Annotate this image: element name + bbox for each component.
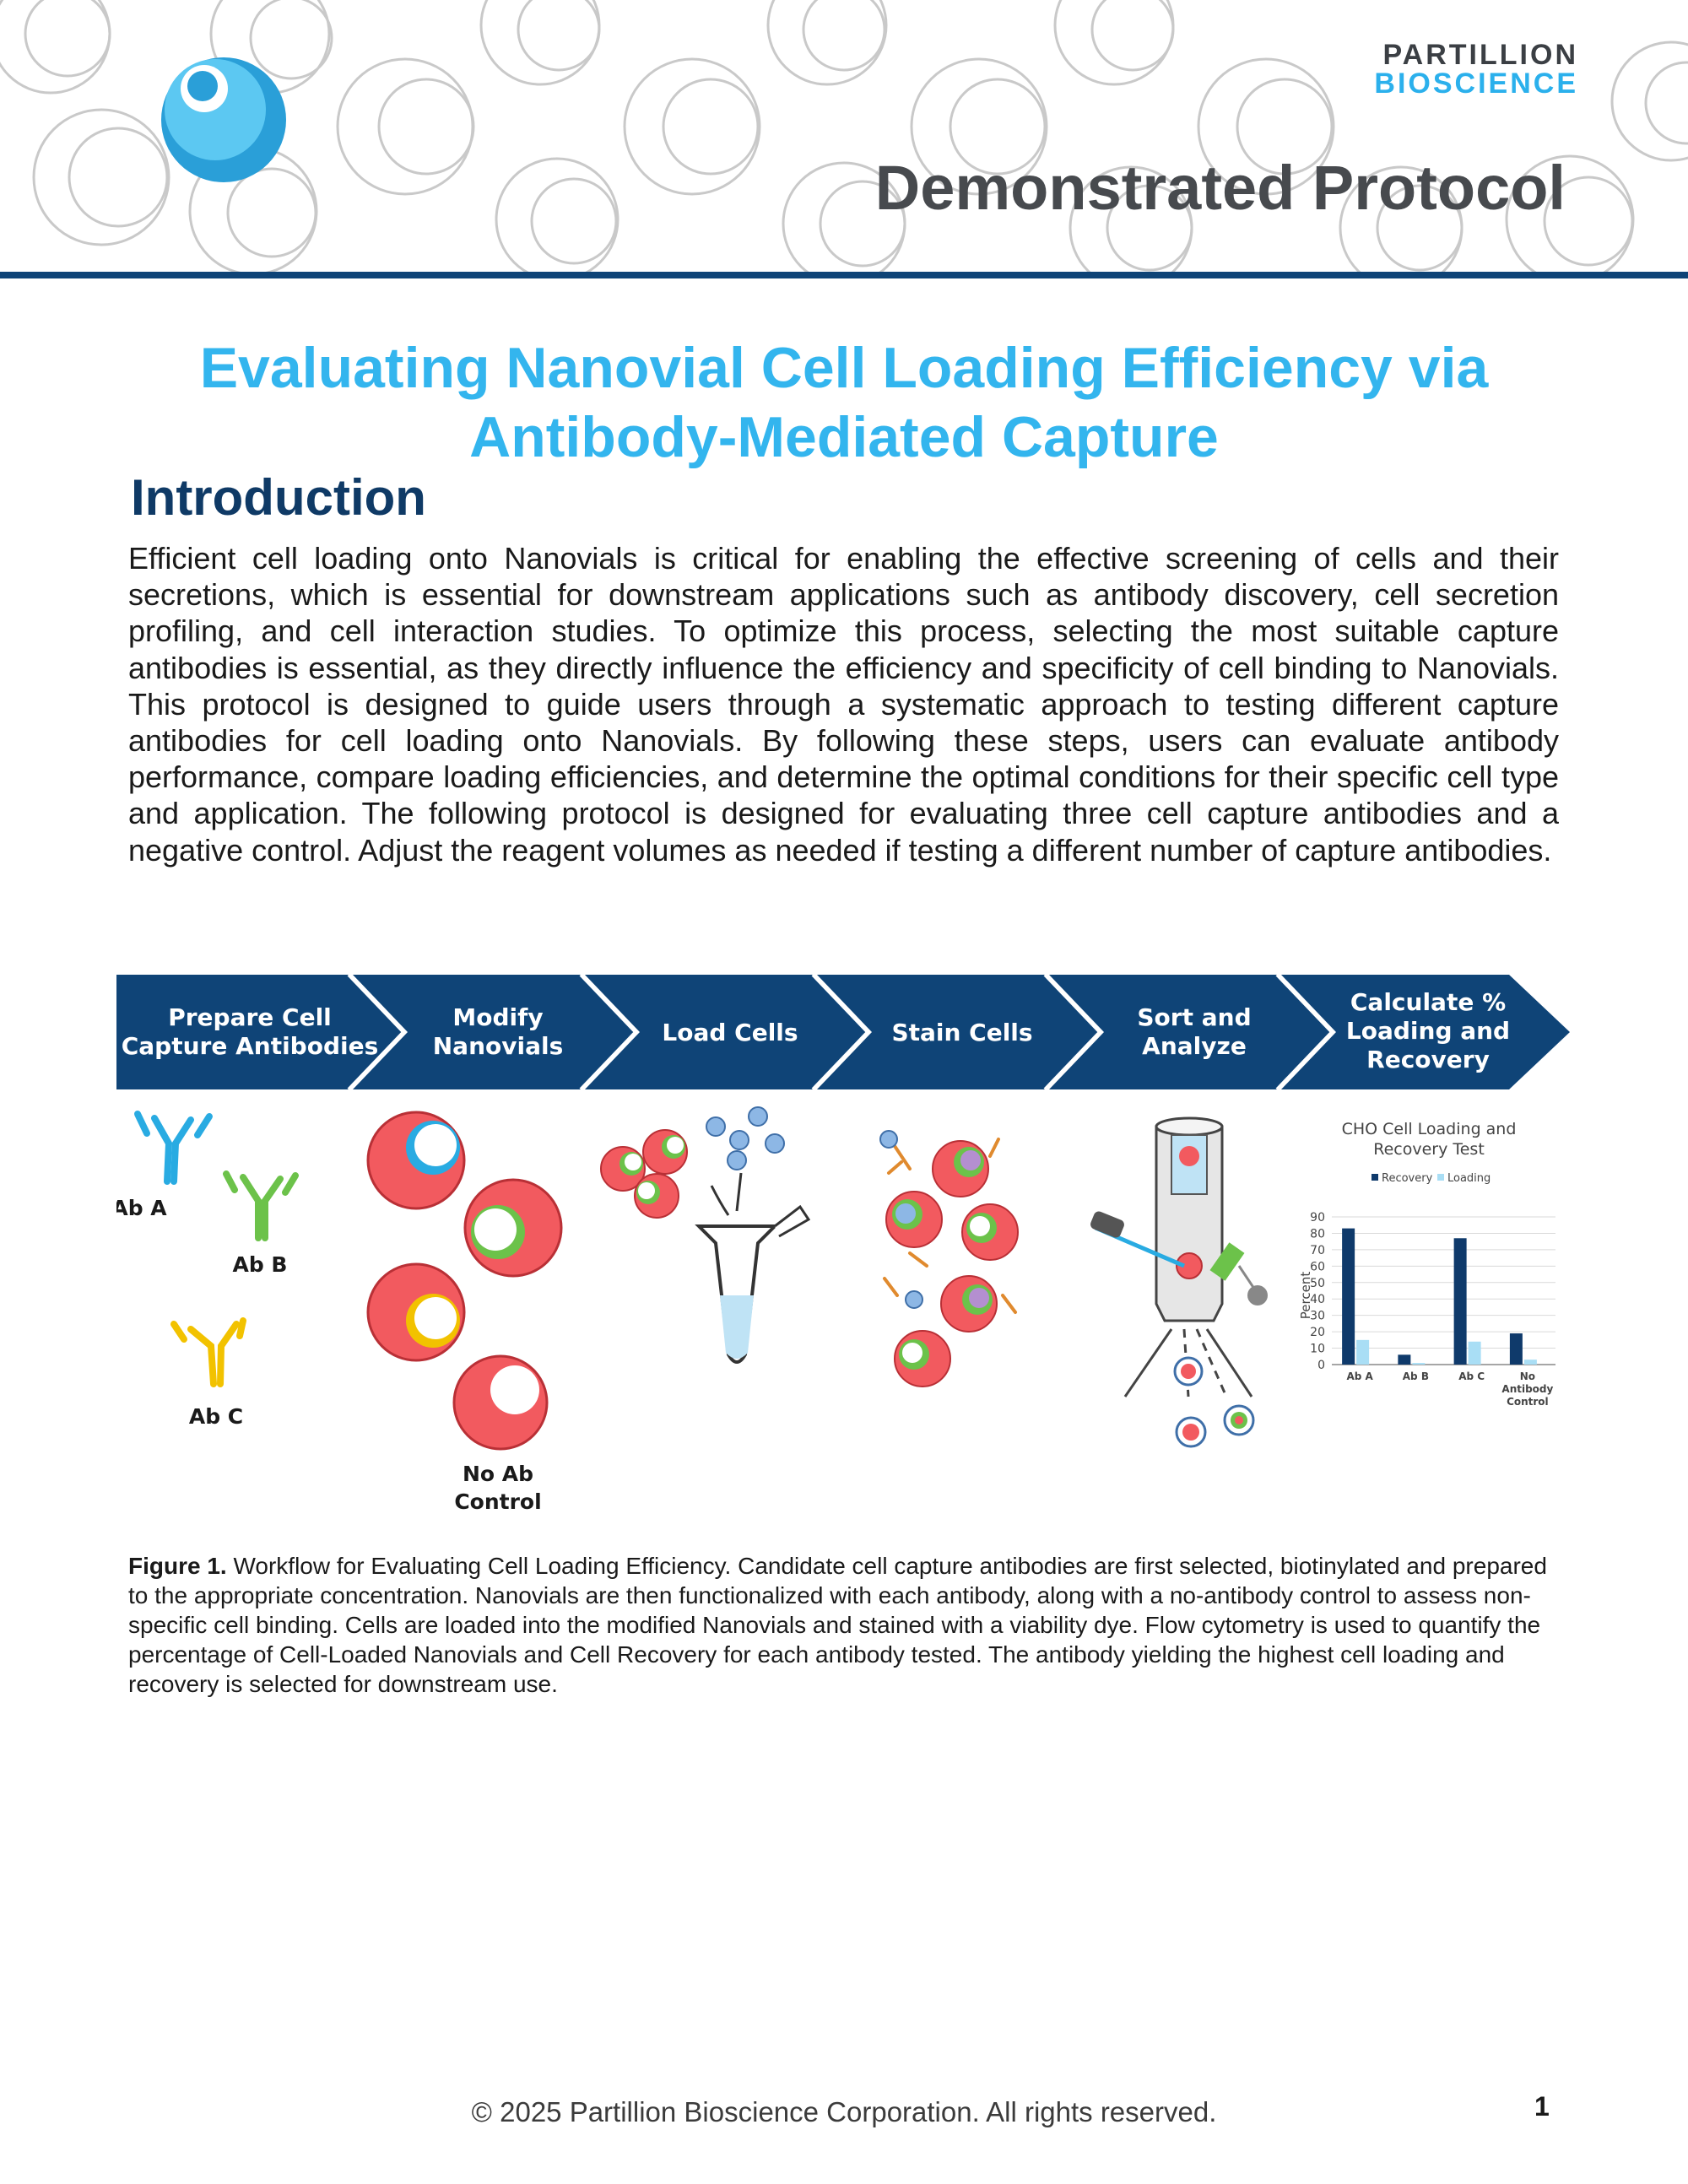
workflow-steps-banner: Prepare Cell Capture Antibodies Modify N… xyxy=(116,975,1570,1091)
antibody-c-icon xyxy=(170,1317,246,1387)
brand-wordmark: PARTILLION BIOSCIENCE xyxy=(1374,41,1578,98)
chart-bar xyxy=(1468,1341,1481,1365)
no-ab-label-line-2: Control xyxy=(454,1489,541,1514)
step-1-label-line-2: Capture Antibodies xyxy=(122,1032,379,1060)
step-6-label-line-1: Calculate % xyxy=(1350,988,1506,1016)
chart-y-tick-label: 50 xyxy=(1310,1277,1325,1290)
workflow-step-1 xyxy=(116,975,403,1089)
chart-x-tick-label: Ab B xyxy=(1403,1370,1429,1382)
chart-bar xyxy=(1523,1360,1537,1365)
step-2-label-line-1: Modify xyxy=(452,1003,543,1031)
workflow-step-3 xyxy=(585,975,868,1089)
chart-legend-label: Loading xyxy=(1447,1172,1491,1185)
antibody-c-label: Ab C xyxy=(189,1404,243,1429)
introduction-paragraph: Efficient cell loading onto Nanovials is… xyxy=(128,541,1559,868)
chart-legend-swatch xyxy=(1437,1174,1444,1181)
chart-y-tick-label: 10 xyxy=(1310,1343,1325,1356)
page-number: 1 xyxy=(1534,2091,1550,2122)
step-2-label-line-2: Nanovials xyxy=(433,1032,564,1060)
chart-y-axis-label: Percent xyxy=(1298,1272,1313,1320)
step-4-label: Stain Cells xyxy=(891,1019,1032,1046)
chart-y-tick-label: 40 xyxy=(1310,1293,1325,1306)
introduction-heading: Introduction xyxy=(131,469,426,526)
workflow-step-4 xyxy=(817,975,1100,1089)
document-type-title: Demonstrated Protocol xyxy=(874,153,1566,223)
chart-bar xyxy=(1356,1339,1370,1365)
chart-x-tick-label: Ab C xyxy=(1458,1370,1485,1382)
chart-legend-label: Recovery xyxy=(1382,1172,1433,1185)
step-5-label-line-1: Sort and xyxy=(1137,1003,1251,1031)
chart-y-tick-label: 0 xyxy=(1317,1359,1325,1372)
nanovial-no-ab-icon xyxy=(452,1354,549,1451)
stain-cells-illustration xyxy=(879,1130,1019,1387)
chart-bar xyxy=(1398,1354,1411,1365)
antibody-a-icon xyxy=(134,1111,213,1185)
step-5-label-line-2: Analyze xyxy=(1142,1032,1247,1060)
chart-legend-swatch xyxy=(1372,1174,1378,1181)
page-title: Evaluating Nanovial Cell Loading Efficie… xyxy=(84,333,1604,472)
step-6-label-line-2: Loading and xyxy=(1346,1017,1510,1045)
step-3-label: Load Cells xyxy=(662,1019,798,1046)
chart-x-tick-label: Antibody xyxy=(1501,1383,1553,1395)
step-1-label-line-1: Prepare Cell xyxy=(168,1003,332,1031)
chart-y-tick-label: 80 xyxy=(1310,1227,1325,1241)
page-header: PARTILLION BIOSCIENCE Demonstrated Proto… xyxy=(0,0,1688,278)
chart-x-tick-label: Ab A xyxy=(1346,1370,1373,1382)
chart-y-tick-label: 20 xyxy=(1310,1326,1325,1339)
figure-caption-label: Figure 1. xyxy=(128,1553,227,1579)
nanovial-ab-a-icon xyxy=(366,1111,466,1210)
figure-caption-text: Workflow for Evaluating Cell Loading Eff… xyxy=(128,1553,1547,1697)
no-ab-label-line-1: No Ab xyxy=(463,1462,533,1486)
chart-title-line-2: Recovery Test xyxy=(1373,1140,1485,1159)
brand-line-2: BIOSCIENCE xyxy=(1374,68,1578,100)
workflow-step-5 xyxy=(1049,975,1332,1089)
chart-bar xyxy=(1453,1238,1467,1365)
nanovial-ab-c-icon xyxy=(366,1262,466,1362)
header-divider xyxy=(0,272,1688,278)
loading-recovery-chart: CHO Cell Loading and Recovery Test Perce… xyxy=(1298,1120,1555,1408)
flow-cytometer-illustration xyxy=(1090,1116,1268,1448)
chart-bar xyxy=(1342,1228,1355,1365)
chart-y-tick-label: 90 xyxy=(1310,1211,1325,1224)
workflow-step-6 xyxy=(1281,975,1570,1089)
antibody-b-label: Ab B xyxy=(232,1252,287,1277)
chart-bar xyxy=(1509,1333,1523,1365)
chart-bar xyxy=(1412,1363,1426,1365)
copyright-footer: © 2025 Partillion Bioscience Corporation… xyxy=(471,2096,1217,2127)
chart-x-tick-label: No xyxy=(1520,1370,1535,1382)
workflow-figure: Prepare Cell Capture Antibodies Modify N… xyxy=(116,975,1570,1514)
antibody-b-icon xyxy=(223,1170,299,1241)
step-6-label-line-3: Recovery xyxy=(1366,1046,1490,1073)
chart-title-line-1: CHO Cell Loading and xyxy=(1342,1120,1517,1138)
chart-y-tick-label: 70 xyxy=(1310,1244,1325,1257)
antibody-a-label: Ab A xyxy=(116,1196,167,1220)
chart-y-tick-label: 30 xyxy=(1310,1310,1325,1323)
chart-x-tick-label: Control xyxy=(1507,1396,1549,1408)
page-title-line-2: Antibody-Mediated Capture xyxy=(469,405,1219,469)
workflow-step-2 xyxy=(353,975,636,1089)
chart-y-tick-label: 60 xyxy=(1310,1260,1325,1273)
brand-line-1: PARTILLION xyxy=(1382,39,1578,71)
figure-caption: Figure 1. Workflow for Evaluating Cell L… xyxy=(128,1551,1563,1699)
company-logo-icon xyxy=(161,57,286,182)
load-cells-illustration xyxy=(600,1106,811,1364)
page-title-line-1: Evaluating Nanovial Cell Loading Efficie… xyxy=(199,336,1489,400)
nanovial-ab-b-icon xyxy=(463,1178,563,1278)
